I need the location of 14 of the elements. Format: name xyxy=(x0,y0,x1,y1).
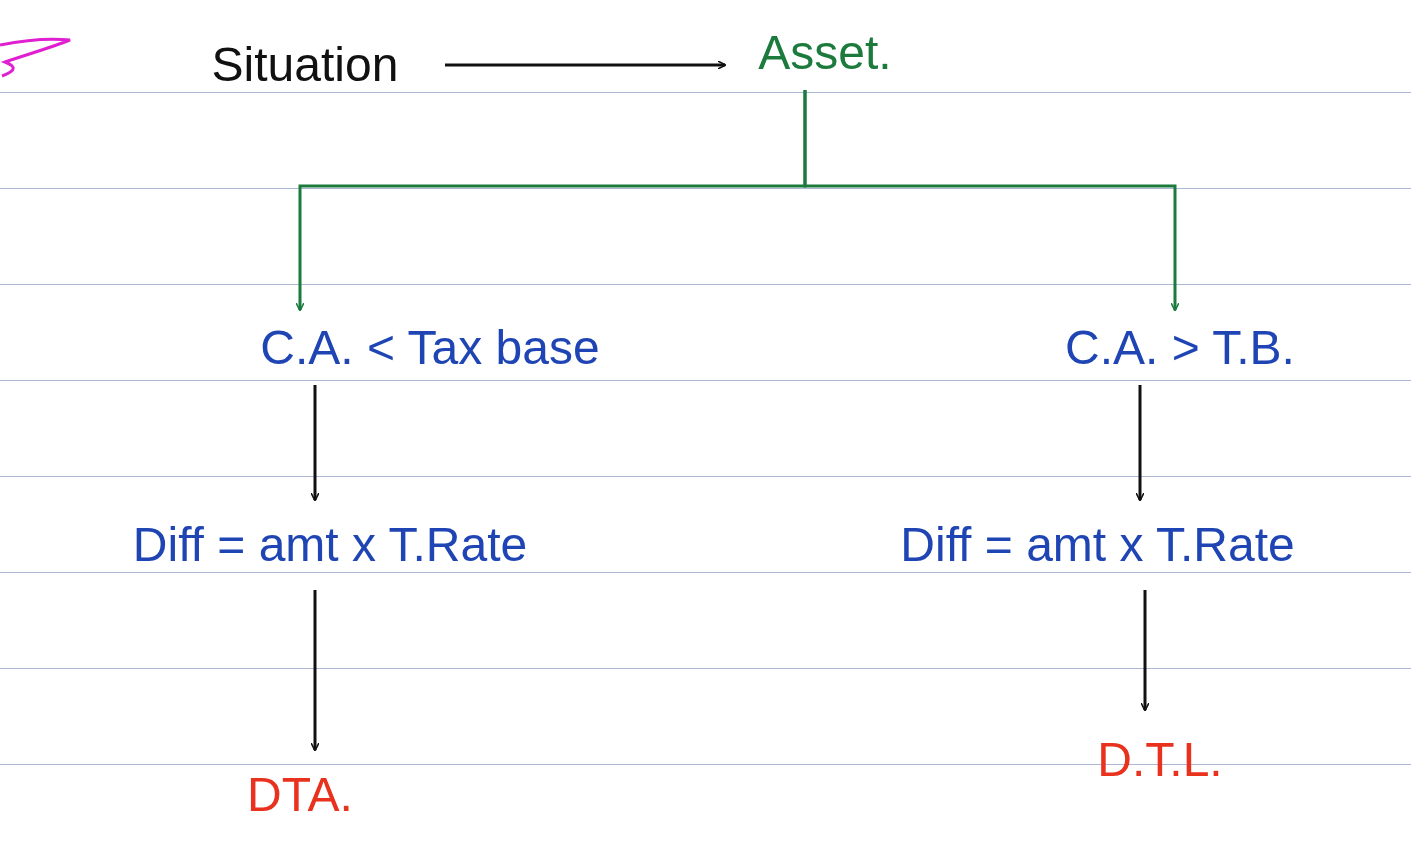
handwritten-text: Asset. xyxy=(758,28,892,77)
arrow xyxy=(1140,590,1150,712)
handwritten-text: DTA. xyxy=(247,771,353,819)
arrow xyxy=(310,385,320,502)
handwritten-text: Diff = amt x T.Rate xyxy=(900,521,1295,569)
handwritten-text: C.A. < Tax base xyxy=(260,323,600,372)
handwritten-text: D.T.L. xyxy=(1097,736,1223,784)
handwritten-text: C.A. > T.B. xyxy=(1065,323,1295,372)
handwritten-text: Diff = amt x T.Rate xyxy=(132,521,528,569)
arrow xyxy=(445,60,727,70)
arrow xyxy=(803,90,1180,312)
arrow xyxy=(310,590,320,752)
arrow xyxy=(1135,385,1145,502)
handwritten-text: Situation xyxy=(211,41,399,89)
